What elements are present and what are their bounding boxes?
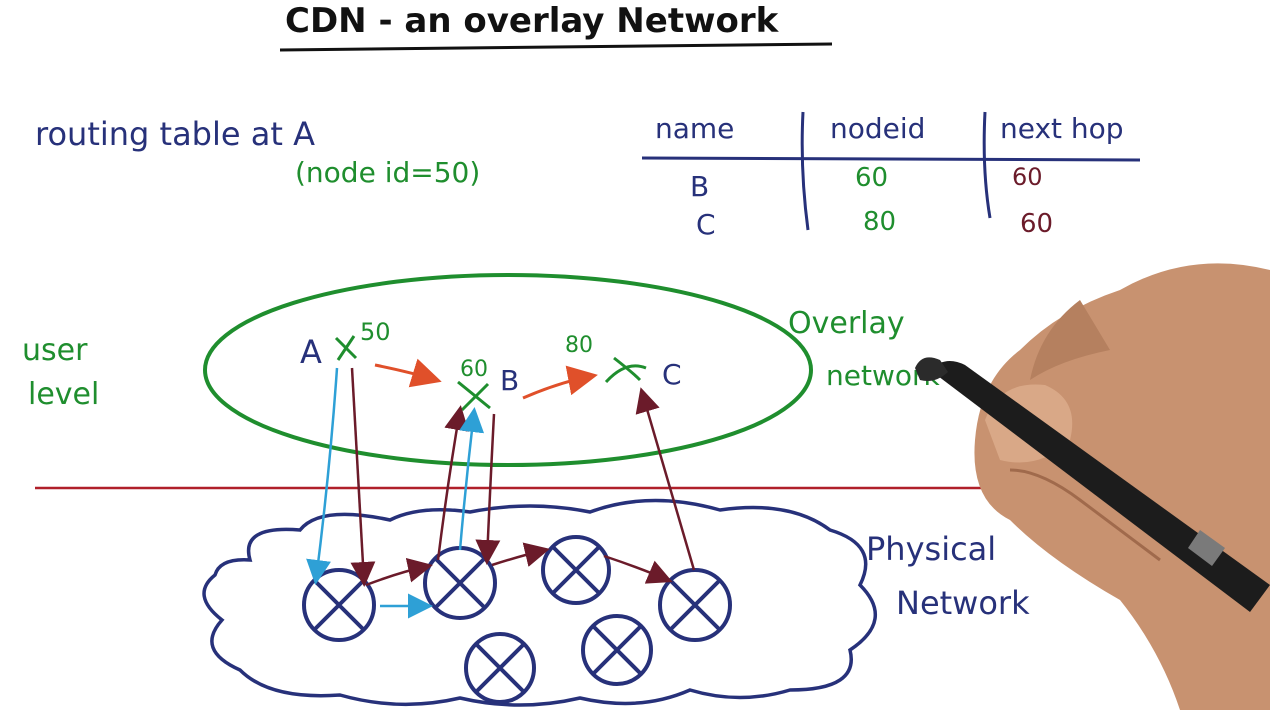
- overlay-node-a: A 50: [300, 318, 391, 371]
- map-arrow-b-down-maroon: [475, 413, 501, 565]
- overlay-node-b-mark: [457, 380, 491, 412]
- overlay-node-b-id: 60: [460, 357, 488, 382]
- table-row-c-name: C: [696, 208, 716, 241]
- map-arrow-a-down-maroon: [350, 367, 376, 587]
- table-row-b-next-hop: 60: [1012, 163, 1043, 191]
- routing-table-caption: routing table at A: [35, 115, 315, 153]
- routing-table: name nodeid next hop B 60 60 C 80 60: [641, 111, 1141, 241]
- table-header-name: name: [655, 112, 734, 145]
- physical-arrow-r3-r4: [603, 554, 673, 584]
- overlay-node-c-name: C: [662, 358, 682, 391]
- overlay-node-a-id: 50: [360, 318, 391, 346]
- title-underline: [279, 42, 833, 52]
- page-title: CDN - an overlay Network: [285, 1, 780, 41]
- overlay-node-a-mark: [334, 335, 358, 361]
- hand-with-pen: [915, 263, 1270, 710]
- table-row-c-next-hop: 60: [1020, 209, 1053, 239]
- overlay-node-b-name: B: [500, 364, 519, 397]
- overlay-node-b: 60 B: [457, 357, 519, 412]
- physical-network-label-line1: Physical: [866, 530, 996, 568]
- map-arrow-a-down-cyan: [306, 367, 339, 585]
- router-4: [658, 568, 732, 642]
- map-arrow-up-to-c-maroon: [635, 387, 696, 571]
- physical-network-label-line2: Network: [896, 584, 1030, 622]
- router-5: [464, 632, 536, 704]
- overlay-network-ellipse: [203, 273, 813, 467]
- router-3: [541, 535, 611, 605]
- table-divider-1: [800, 111, 810, 231]
- overlay-network-label-line1: Overlay: [788, 306, 905, 341]
- routing-table-subcaption: (node id=50): [295, 156, 480, 189]
- table-header-nodeid: nodeid: [830, 112, 925, 145]
- map-arrow-up-to-b-maroon: [436, 405, 469, 561]
- user-level-label-line2: level: [28, 377, 99, 412]
- overlay-arrow-a-to-b: [374, 358, 442, 388]
- table-row-b-nodeid: 60: [855, 163, 888, 193]
- overlay-node-c: 80 C: [565, 333, 682, 391]
- physical-network-cloud: [202, 498, 877, 707]
- physical-arrow-r2-r3: [491, 542, 550, 567]
- table-header-rule: [641, 156, 1141, 162]
- table-row-c-nodeid: 80: [863, 207, 896, 237]
- overlay-node-c-mark: [604, 356, 647, 384]
- overlay-node-a-name: A: [300, 333, 322, 371]
- router-2: [423, 546, 497, 620]
- physical-arrow-r1-r2: [365, 557, 433, 587]
- router-1: [302, 568, 376, 642]
- user-level-label-line1: user: [22, 333, 88, 368]
- router-6: [581, 614, 653, 686]
- table-row-b-name: B: [690, 170, 709, 203]
- table-divider-2: [982, 111, 992, 219]
- table-header-next-hop: next hop: [1000, 112, 1124, 145]
- overlay-node-c-id: 80: [565, 333, 593, 358]
- overlay-arrow-b-to-c: [522, 365, 598, 400]
- map-arrow-up-to-b-cyan: [458, 407, 485, 551]
